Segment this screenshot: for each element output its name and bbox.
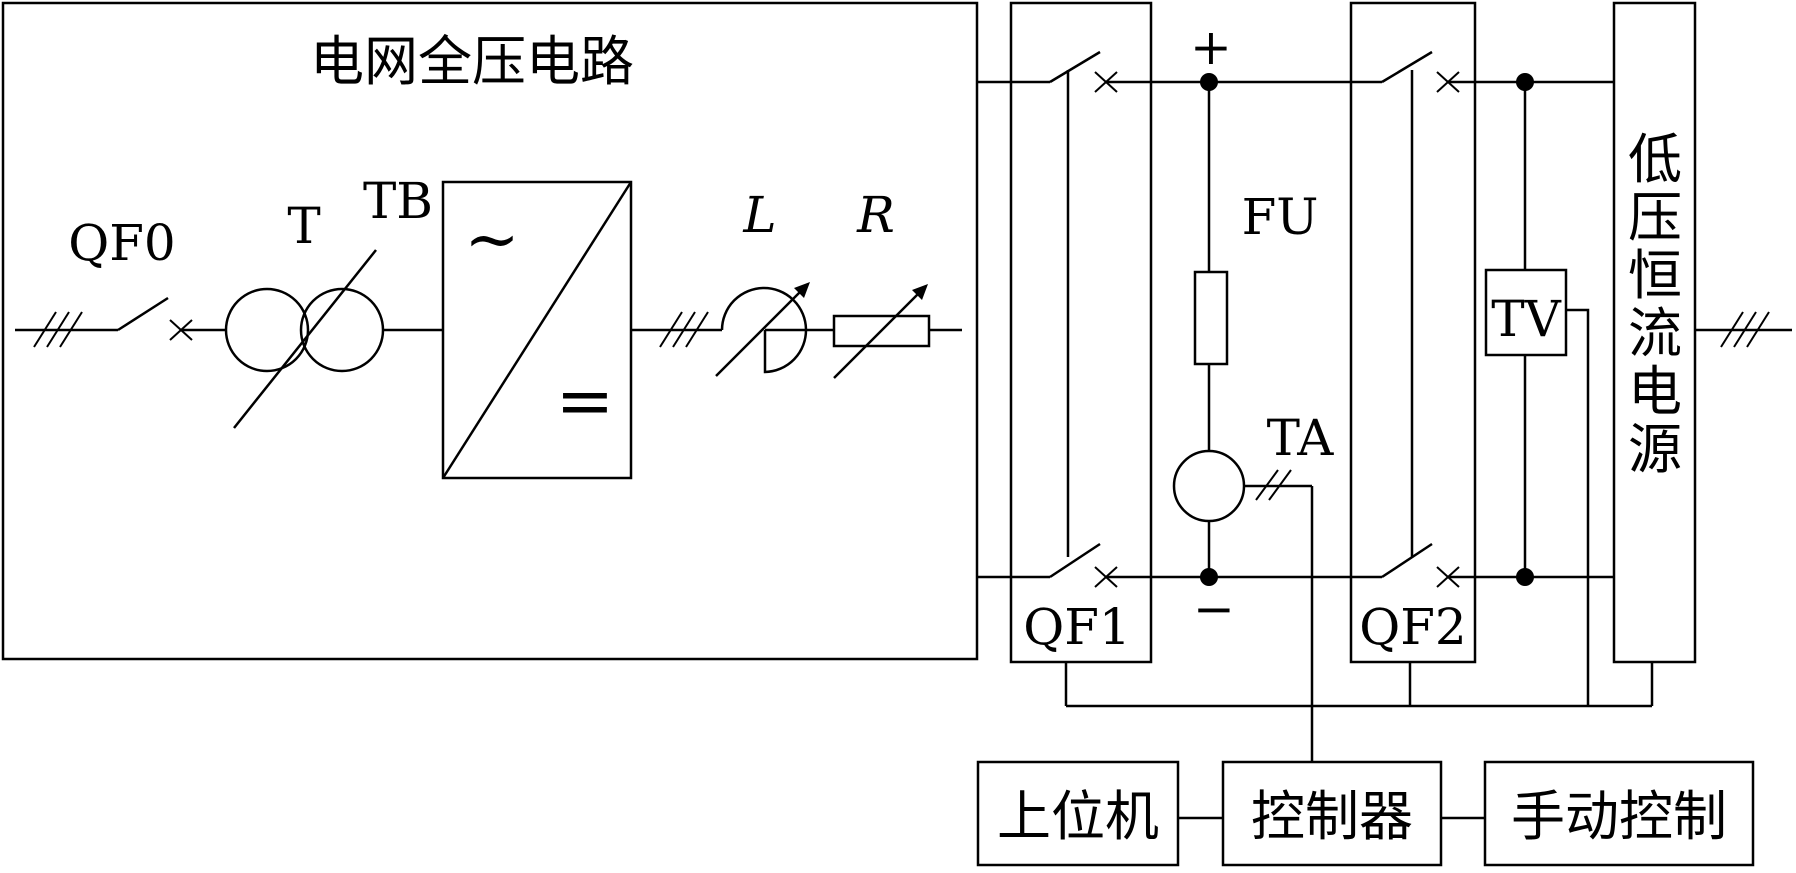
inductor-adjust-arrow: [715, 283, 809, 377]
lv-source-char-6: 源: [1628, 418, 1682, 481]
voltage-transformer-tv: [1484, 268, 1568, 357]
resistor-label: R: [856, 186, 895, 244]
qf2-bottom-contact: [1381, 542, 1433, 579]
controller-box: [1221, 760, 1443, 867]
lv-source-char-1: 低: [1628, 128, 1682, 191]
transformer-t-label: T: [287, 197, 320, 255]
fuse-label: FU: [1242, 188, 1319, 246]
three-phase-mark-mid: [659, 311, 709, 348]
fuse-fu: [1193, 270, 1229, 366]
qf2-box: [1349, 1, 1477, 664]
resistor-arrowhead: [912, 284, 928, 300]
transformer-adjust-arrow: [233, 249, 377, 429]
ta-signal-mark: [1255, 469, 1292, 501]
grid-circuit-title: 电网全压电路: [310, 30, 634, 93]
qf0-label: QF0: [68, 214, 176, 272]
host-computer-box: [976, 760, 1180, 867]
ta-label: TA: [1267, 409, 1335, 467]
qf0-breaker-contact: [117, 296, 169, 332]
lv-source-char-4: 流: [1628, 302, 1682, 365]
lv-source-char-5: 电: [1628, 360, 1682, 423]
qf1-bottom-contact: [1049, 542, 1101, 579]
lv-constant-current-source-box: [1612, 1, 1697, 664]
grid-circuit-box: [1, 1, 979, 661]
qf2-top-contact: [1381, 50, 1433, 84]
transformer-primary-coil: [224, 287, 310, 373]
tv-label: TV: [1491, 290, 1561, 348]
transformer-tb-label: TB: [363, 172, 433, 230]
lv-source-char-3: 恒: [1628, 244, 1682, 307]
tv-signal-line: [1566, 308, 1590, 706]
rectifier-diagonal: [441, 181, 633, 479]
three-phase-mark-right: [1720, 311, 1770, 348]
resistor-adjust-arrow: [833, 285, 927, 379]
manual-control-label: 手动控制: [1511, 785, 1727, 848]
inductor-label: L: [742, 186, 776, 244]
rectifier-ac-symbol: ~: [464, 201, 519, 278]
inductor-l: [720, 286, 808, 374]
minus-sign: −: [1193, 580, 1235, 638]
qf1-box: [1009, 1, 1153, 664]
qf2-label: QF2: [1359, 598, 1467, 656]
manual-control-box: [1483, 760, 1755, 867]
inductor-arrowhead: [794, 282, 810, 298]
lv-source-char-2: 压: [1628, 186, 1682, 249]
current-transformer-ta: [1172, 449, 1246, 523]
controller-label: 控制器: [1251, 785, 1413, 848]
host-computer-label: 上位机: [997, 785, 1159, 848]
rectifier-dc-symbol: =: [556, 360, 615, 442]
plus-sign: +: [1190, 18, 1232, 76]
three-phase-mark-left: [33, 311, 83, 348]
qf1-top-contact: [1049, 50, 1101, 84]
qf1-label: QF1: [1023, 598, 1131, 656]
